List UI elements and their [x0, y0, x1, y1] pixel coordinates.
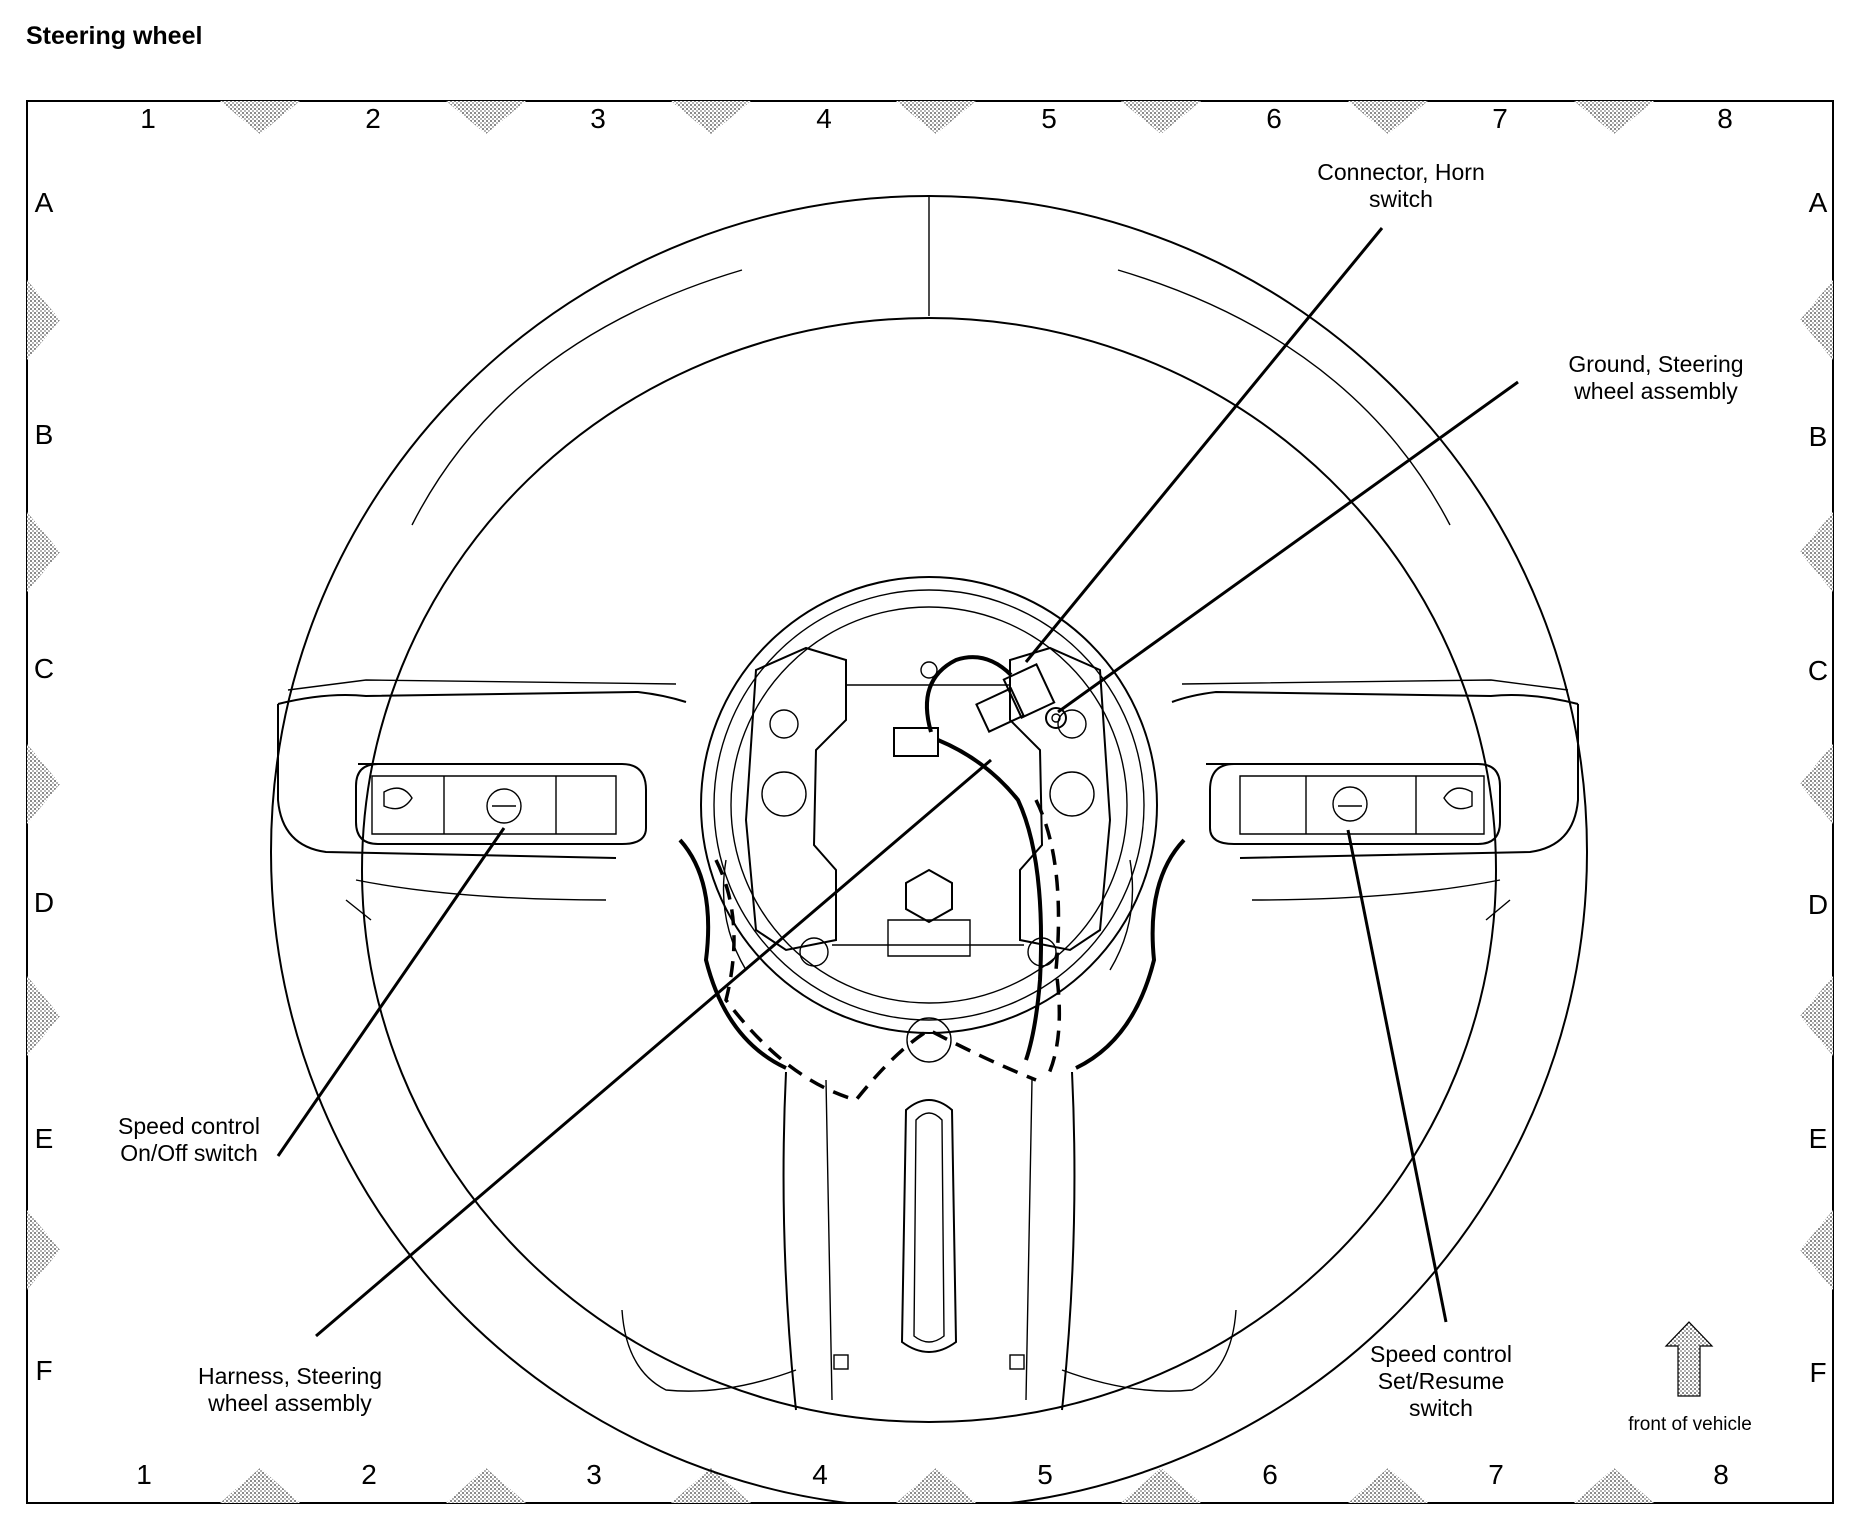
row-label: B [1809, 421, 1828, 452]
steering-wheel-drawing [270, 195, 1588, 1504]
callout-line: On/Off switch [120, 1140, 258, 1166]
column-label: 5 [1041, 103, 1057, 134]
row-label: E [1809, 1123, 1828, 1154]
column-label: 1 [136, 1459, 152, 1490]
callout-line: switch [1369, 186, 1433, 212]
diagram-frame: 1 2 3 4 5 6 7 8 1 2 3 4 5 6 7 8 A B C D … [26, 100, 1834, 1504]
callout-connector-horn: Connector, Horn switch [1317, 159, 1484, 212]
row-label: F [1809, 1357, 1826, 1388]
leader-lines [276, 227, 1519, 1338]
column-label: 7 [1492, 103, 1508, 134]
column-labels-bottom: 1 2 3 4 5 6 7 8 [136, 1459, 1729, 1490]
row-labels-right: A B C D E F [1808, 187, 1828, 1388]
column-label: 8 [1717, 103, 1733, 134]
frame-border [26, 100, 1834, 1504]
front-arrow-icon [1664, 1321, 1714, 1397]
column-label: 5 [1037, 1459, 1053, 1490]
row-label: D [1808, 889, 1828, 920]
callout-speed-onoff: Speed control On/Off switch [118, 1113, 260, 1166]
column-label: 2 [365, 103, 381, 134]
row-label: C [34, 653, 54, 684]
column-label: 4 [812, 1459, 828, 1490]
column-label: 7 [1488, 1459, 1504, 1490]
callout-line: Speed control [1370, 1341, 1512, 1367]
row-label: C [1808, 655, 1828, 686]
column-label: 3 [590, 103, 606, 134]
row-label: B [35, 419, 54, 450]
callout-ground: Ground, Steering wheel assembly [1568, 351, 1743, 404]
callout-line: wheel assembly [1573, 378, 1738, 404]
page-title: Steering wheel [26, 22, 203, 50]
column-label: 6 [1266, 103, 1282, 134]
connector-block [893, 727, 939, 757]
callout-line: Connector, Horn [1317, 159, 1484, 185]
row-label: A [1809, 187, 1828, 218]
callout-line: Harness, Steering [198, 1363, 382, 1389]
row-label: E [35, 1123, 54, 1154]
column-label: 6 [1262, 1459, 1278, 1490]
callout-line: wheel assembly [207, 1390, 372, 1416]
column-label: 3 [586, 1459, 602, 1490]
column-label: 4 [816, 103, 832, 134]
column-labels-top: 1 2 3 4 5 6 7 8 [140, 103, 1733, 134]
column-label: 2 [361, 1459, 377, 1490]
hub-outer-ring [700, 576, 1158, 1034]
row-label: F [35, 1355, 52, 1386]
front-of-vehicle-label: front of vehicle [1628, 1414, 1752, 1435]
callout-speed-set: Speed control Set/Resume switch [1370, 1341, 1512, 1421]
callout-line: Set/Resume [1378, 1368, 1505, 1394]
wheel-inner-rim [361, 317, 1497, 1423]
row-label: D [34, 887, 54, 918]
callout-harness: Harness, Steering wheel assembly [198, 1363, 382, 1416]
callout-line: Speed control [118, 1113, 260, 1139]
grid-markers [27, 101, 1833, 1503]
wheel-outer-rim [270, 195, 1588, 1504]
column-label: 1 [140, 103, 156, 134]
callout-line: Ground, Steering [1568, 351, 1743, 377]
row-label: A [35, 187, 54, 218]
callout-line: switch [1409, 1395, 1473, 1421]
row-labels-left: A B C D E F [34, 187, 54, 1386]
column-label: 8 [1713, 1459, 1729, 1490]
